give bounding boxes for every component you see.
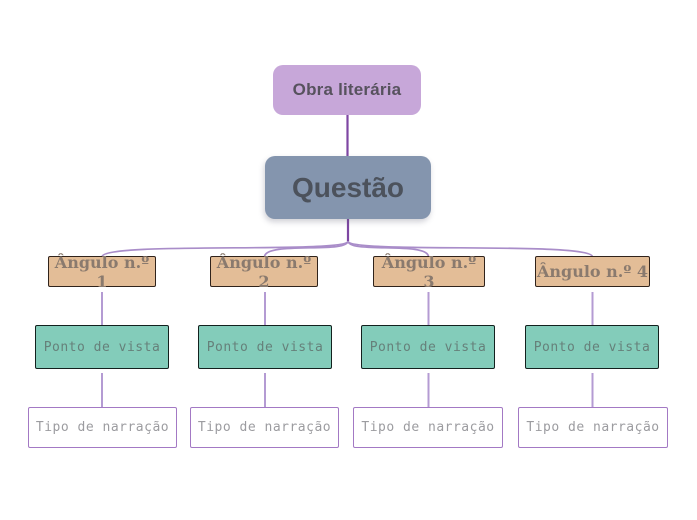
node-label: Ângulo n.º 1 [54, 252, 150, 291]
node-obra-literaria[interactable]: Obra literária [273, 65, 421, 115]
node-label: Ponto de vista [43, 339, 161, 355]
node-label: Tipo de narração [361, 420, 495, 435]
connector-branch-3 [347, 240, 430, 258]
node-label: Ângulo n.º 4 [536, 262, 649, 281]
node-narration-type-2[interactable]: Tipo de narração [190, 407, 339, 448]
node-label: Tipo de narração [35, 420, 170, 435]
node-label: Tipo de narração [526, 420, 660, 435]
node-point-of-view-3[interactable]: Ponto de vista [361, 325, 495, 369]
node-narration-type-4[interactable]: Tipo de narração [518, 407, 668, 448]
node-label: Ponto de vista [206, 339, 324, 355]
node-narration-type-1[interactable]: Tipo de narração [28, 407, 177, 448]
node-label: Obra literária [292, 80, 402, 99]
node-label: Ponto de vista [533, 339, 651, 355]
connector-branch-2 [263, 240, 349, 258]
node-questao[interactable]: Questão [265, 156, 431, 219]
node-point-of-view-2[interactable]: Ponto de vista [198, 325, 332, 369]
node-angle-1[interactable]: Ângulo n.º 1 [48, 253, 156, 291]
node-angle-2[interactable]: Ângulo n.º 2 [210, 253, 318, 291]
connector-branch-4 [347, 240, 594, 258]
node-label: Ponto de vista [369, 339, 487, 355]
node-angle-3[interactable]: Ângulo n.º 3 [373, 253, 485, 291]
node-point-of-view-1[interactable]: Ponto de vista [35, 325, 169, 369]
node-narration-type-3[interactable]: Tipo de narração [353, 407, 503, 448]
node-label: Ângulo n.º 2 [216, 252, 312, 291]
connector-branch-1 [101, 240, 349, 258]
node-label: Questão [291, 171, 405, 203]
node-angle-4[interactable]: Ângulo n.º 4 [535, 256, 650, 287]
node-label: Tipo de narração [197, 420, 332, 435]
node-label: Ângulo n.º 3 [381, 252, 477, 291]
node-point-of-view-4[interactable]: Ponto de vista [525, 325, 659, 369]
